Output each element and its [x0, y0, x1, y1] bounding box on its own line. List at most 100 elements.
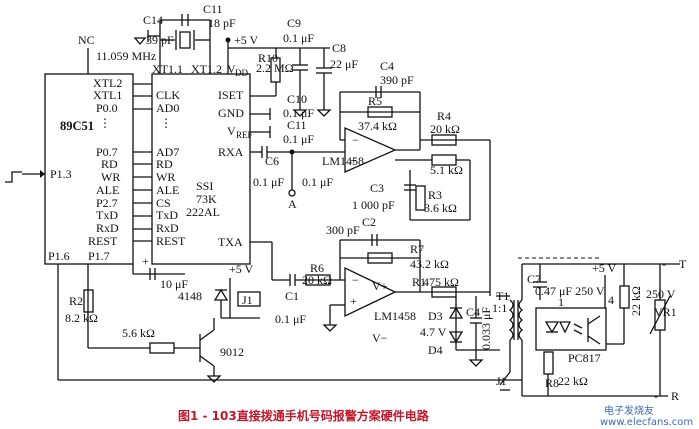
r56k-resistor	[149, 342, 175, 354]
ground-icon	[133, 37, 147, 46]
ssi-pin-dots: ⋮	[160, 116, 172, 130]
vr1-label: VR1	[654, 305, 677, 319]
r51-value: 5.1 kΩ	[430, 163, 463, 177]
mcu-pin-wr: WR	[101, 170, 120, 184]
opamp-receive	[344, 127, 397, 173]
mcu-pin-rxd: RxD	[96, 221, 119, 235]
r6-resistor	[305, 274, 331, 286]
ssi-pin-txa: TXA	[218, 235, 243, 249]
r-label: R	[671, 389, 679, 403]
ssi-name-2: 73K	[196, 192, 217, 206]
r3-resistor	[415, 185, 426, 211]
c1-label: C1	[285, 289, 299, 303]
r2-value: 8.2 kΩ	[65, 311, 98, 325]
mcu-pin-p13: P1.3	[50, 167, 72, 181]
p13-arrow-icon	[40, 170, 45, 178]
c3-label: C3	[370, 181, 384, 195]
pin4-label: 4	[608, 293, 614, 307]
opamp-t-minus: −	[352, 273, 359, 287]
r7-resistor	[367, 252, 393, 264]
mcu-name: 89C51	[60, 119, 94, 133]
t1-primary-coil	[508, 299, 514, 341]
ssi-name-1: SSI	[196, 179, 213, 193]
opamp-r-plus: +	[350, 153, 357, 167]
ssi-pin-clk: CLK	[156, 88, 180, 102]
ssi-pin-xt11: XT1.1	[152, 62, 183, 76]
ssi-pin-ale: ALE	[156, 183, 179, 197]
c4b-label: C4	[466, 305, 480, 319]
t-dash: -	[662, 257, 666, 271]
relay-j1-coil	[237, 291, 261, 307]
ssi-pin-ad0: AD0	[156, 101, 179, 115]
c4-value: 390 pF	[380, 73, 414, 87]
vr1-diag	[649, 295, 671, 335]
figure-caption: 图1 - 103直接拨通手机号码报警方案硬件电路	[178, 408, 430, 423]
opto-led-icon	[544, 321, 560, 334]
opamp-t-plus: +	[350, 294, 357, 308]
opto-light-arrow-1	[573, 323, 583, 329]
pulse-input-icon	[5, 171, 22, 183]
mcu-pin-rest: REST	[88, 234, 118, 248]
c11-label: C11	[203, 2, 223, 16]
c6b-value: 0.1 μF	[302, 175, 333, 189]
d3-label: D3	[428, 309, 443, 323]
ssi-pin-rxa: RXA	[218, 145, 244, 159]
r10-value: 2.2 MΩ	[256, 61, 294, 75]
lm1458-bottom-label: LM1458	[374, 309, 416, 323]
mcu-pin-p17: P1.7	[88, 249, 110, 263]
mcu-pin-dots: ⋮	[99, 116, 111, 130]
relay-j1-label: J1	[242, 293, 253, 307]
plus5v-3-label: +5 V	[229, 262, 254, 276]
t-label: T	[679, 257, 687, 271]
c7-value: 0.47 μF 250 V	[535, 284, 605, 298]
c11b-label: C11	[287, 118, 307, 132]
d3-value: 4.7 V	[420, 325, 447, 339]
zener-d3-icon	[448, 306, 464, 319]
r4-label: R4	[437, 109, 451, 123]
c11b-value: 0.1 μF	[283, 132, 314, 146]
c2-value: 300 pF	[326, 223, 360, 237]
ssi-pin-xt12: XT1.2	[191, 62, 222, 76]
c1-value: 0.1 μF	[275, 312, 306, 326]
c8-value: 22 μF	[330, 57, 358, 71]
crystal-icon	[179, 31, 191, 49]
mcu-pin-p00: P0.0	[96, 101, 118, 115]
r10-label: R10	[258, 51, 278, 65]
c10-label: C10	[287, 92, 307, 106]
c3-value: 1 000 pF	[352, 198, 395, 212]
r22k-value: 22 kΩ	[629, 286, 643, 316]
r-dash: -	[654, 389, 658, 403]
ssi-pin-vdd: V	[227, 62, 236, 76]
vr1-value: 250 V	[646, 287, 676, 301]
mcu-pin-p16: P1.6	[48, 249, 70, 263]
c9-label: C9	[287, 16, 301, 30]
ssi-pin-cs: CS	[156, 196, 171, 210]
r4-value: 20 kΩ	[430, 122, 460, 136]
ground-icon	[468, 359, 484, 367]
ssi-pin-iset: ISET	[218, 88, 244, 102]
q9012-collector	[199, 329, 215, 341]
c14-value: 39 pF	[146, 33, 174, 47]
r22k-resistor	[619, 285, 630, 309]
r8-label: R8	[545, 376, 559, 390]
opto-light-arrow-2	[573, 329, 583, 335]
r56k-value: 5.6 kΩ	[122, 326, 155, 340]
c2-label: C2	[362, 215, 376, 229]
r3-value: 3.6 kΩ	[424, 201, 457, 215]
r8-value: 22 kΩ	[558, 374, 588, 388]
r7-value: 43.2 kΩ	[410, 257, 449, 271]
r6-label: R6	[310, 261, 324, 275]
ssi-pin-ad7: AD7	[156, 145, 179, 159]
watermark-url: www.elecfans.com	[600, 417, 693, 428]
r5-label: R5	[368, 94, 382, 108]
diode-4148-label: 4148	[178, 289, 202, 303]
q9012-label: 9012	[220, 345, 244, 359]
plus5v-2-label: +5 V	[592, 261, 617, 275]
t1-ratio: 1:1	[492, 301, 507, 315]
lm1458-top-label: LM1458	[322, 154, 364, 168]
c10uf-value: 10 μF	[160, 277, 188, 291]
c4-label: C4	[380, 59, 394, 73]
d4-label: D4	[428, 343, 443, 357]
r3-label: R3	[428, 188, 442, 202]
